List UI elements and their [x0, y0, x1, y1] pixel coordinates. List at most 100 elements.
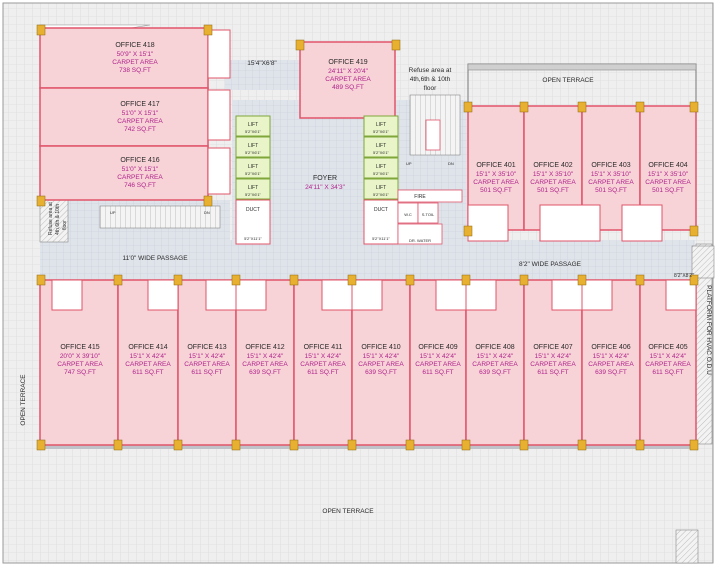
office-413: OFFICE 413 15'1" X 42'4" CARPET AREA 611…: [184, 344, 230, 376]
office-409: OFFICE 409 15'1" X 42'4" CARPET AREA 611…: [415, 344, 461, 376]
office-406-dims: 15'1" X 42'4": [593, 353, 630, 360]
staircase-left: [99, 205, 221, 229]
lift-label: LIFT: [248, 143, 258, 149]
office-402-dims: 15'1" X 35'10": [533, 171, 574, 178]
office-408-name: OFFICE 408: [475, 344, 514, 351]
lift-dims: 5'2"X6'1": [245, 171, 262, 176]
lift-label: LIFT: [248, 164, 258, 170]
office-417-area: 742 SQ.FT: [124, 126, 156, 133]
office-415: OFFICE 415 20'0" X 39'10" CARPET AREA 74…: [57, 344, 103, 376]
office-411-area: 611 SQ.FT: [307, 369, 338, 376]
lift-label: LIFT: [376, 185, 386, 191]
office-417: OFFICE 417 51'0" X 15'1" CARPET AREA 742…: [39, 87, 231, 147]
office-419-name: OFFICE 419: [328, 59, 367, 66]
duct-dims: 5'2"X11'1": [244, 236, 262, 241]
passage-right-label: 8'2" WIDE PASSAGE: [519, 261, 582, 268]
office-402-area: 501 SQ.FT: [537, 187, 569, 194]
office-411-name: OFFICE 411: [304, 344, 343, 351]
stair-up-label: UP: [406, 161, 412, 166]
office-402: OFFICE 402 15'1" X 35'10" CARPET AREA 50…: [530, 162, 576, 194]
fire-label: FIRE: [414, 194, 426, 200]
office-410-dims: 15'1" X 42'4": [363, 353, 400, 360]
foyer-label: FOYER: [313, 175, 337, 182]
office-418: OFFICE 418 50'9" X 15'1" CARPET AREA 738…: [39, 27, 231, 89]
office-414: OFFICE 414 15'1" X 42'4" CARPET AREA 611…: [125, 344, 171, 376]
office-419-area-label: CARPET AREA: [325, 76, 371, 83]
lift-dims: 5'2"X6'1": [373, 150, 390, 155]
office-406-name: OFFICE 406: [591, 344, 630, 351]
office-407-dims: 15'1" X 42'4": [535, 353, 572, 360]
terrace-rail-top: [467, 63, 697, 71]
office-416-name: OFFICE 416: [120, 157, 159, 164]
office-410: OFFICE 410 15'1" X 42'4" CARPET AREA 639…: [358, 344, 404, 376]
open-terrace-top-label: OPEN TERRACE: [542, 77, 594, 84]
stair-up-label: UP: [110, 210, 116, 215]
office-403-name: OFFICE 403: [591, 162, 630, 169]
terrace-corner-hatch: [675, 529, 699, 564]
passage-left-label: 11'0" WIDE PASSAGE: [122, 255, 188, 262]
open-terrace-left-label: OPEN TERRACE: [20, 374, 27, 426]
hvac-platform-label: PLATFORM FOR HVAC O.D.U: [705, 285, 712, 375]
office-407: OFFICE 407 15'1" X 42'4" CARPET AREA 611…: [530, 344, 576, 376]
office-409-area-label: CARPET AREA: [415, 361, 461, 368]
office-410-name: OFFICE 410: [361, 344, 400, 351]
corridor-floor-top: [225, 60, 300, 90]
office-415-name: OFFICE 415: [60, 344, 99, 351]
office-410-area-label: CARPET AREA: [358, 361, 404, 368]
office-402-name: OFFICE 402: [533, 162, 572, 169]
office-401-dims: 15'1" X 35'10": [476, 171, 517, 178]
office-411-dims: 15'1" X 42'4": [305, 353, 342, 360]
stair-dn-label: DN: [204, 210, 210, 215]
office-405: OFFICE 405 15'1" X 42'4" CARPET AREA 611…: [645, 344, 691, 376]
refuse-top-line2: 4th,6th & 10th: [410, 76, 451, 83]
office-412-name: OFFICE 412: [245, 344, 284, 351]
open-terrace-top-area: [467, 63, 697, 107]
refuse-left-box: [39, 199, 69, 243]
refuse-top-line1: Refuse area at: [409, 67, 452, 74]
office-404: OFFICE 404 15'1" X 35'10" CARPET AREA 50…: [645, 162, 691, 194]
office-410-area: 639 SQ.FT: [365, 369, 397, 376]
refuse-top-line3: floor: [424, 85, 437, 92]
duct-label: DUCT: [374, 207, 388, 213]
dr-water-label: DR. WATER: [409, 238, 431, 243]
office-403-area: 501 SQ.FT: [595, 187, 627, 194]
office-415-area-label: CARPET AREA: [57, 361, 103, 368]
structural-columns: [36, 24, 699, 451]
office-407-area: 611 SQ.FT: [537, 369, 568, 376]
service-block: FIRE W.C S.TOIL DR. WATER: [397, 189, 463, 245]
lift-dims: 5'2"X6'1": [373, 171, 390, 176]
office-417-area-label: CARPET AREA: [117, 118, 163, 125]
lift-dims: 5'2"X6'1": [245, 150, 262, 155]
office-413-area: 611 SQ.FT: [191, 369, 222, 376]
passage-floor: [40, 240, 695, 280]
lift-dims: 5'2"X6'1": [245, 129, 262, 134]
refuse-left-line3: floor: [62, 220, 68, 230]
office-408-dims: 15'1" X 42'4": [477, 353, 514, 360]
office-401-name: OFFICE 401: [476, 162, 515, 169]
open-terrace-bottom-label: OPEN TERRACE: [322, 508, 374, 515]
refuse-left-line2: 4th,6th & 10th: [55, 204, 61, 235]
office-419-dims: 24'11" X 20'4": [328, 68, 369, 75]
office-408-area: 639 SQ.FT: [479, 369, 511, 376]
office-401-area: 501 SQ.FT: [480, 187, 512, 194]
office-406-area-label: CARPET AREA: [588, 361, 634, 368]
office-414-area-label: CARPET AREA: [125, 361, 171, 368]
office-411-area-label: CARPET AREA: [300, 361, 346, 368]
office-409-area: 611 SQ.FT: [422, 369, 453, 376]
refuse-left-line1: Refuse area at: [48, 202, 54, 235]
lift-dims: 5'2"X6'1": [373, 129, 390, 134]
lift-core-left: LIFT 5'2"X6'1" LIFT 5'2"X6'1" LIFT 5'2"X…: [235, 115, 271, 245]
stair-well: [425, 119, 441, 151]
office-403: OFFICE 403 15'1" X 35'10" CARPET AREA 50…: [588, 162, 634, 194]
office-411: OFFICE 411 15'1" X 42'4" CARPET AREA 611…: [300, 344, 346, 376]
office-414-name: OFFICE 414: [128, 344, 167, 351]
stair-dn-label: DN: [448, 161, 454, 166]
offices-top-right: [467, 105, 697, 242]
office-419-area: 489 SQ.FT: [332, 84, 364, 91]
foyer-dims: 24'11" X 34'3": [305, 184, 346, 191]
office-415-area: 747 SQ.FT: [64, 369, 96, 376]
office-407-name: OFFICE 407: [533, 344, 572, 351]
office-405-area: 611 SQ.FT: [652, 369, 683, 376]
office-417-name: OFFICE 417: [120, 101, 159, 108]
